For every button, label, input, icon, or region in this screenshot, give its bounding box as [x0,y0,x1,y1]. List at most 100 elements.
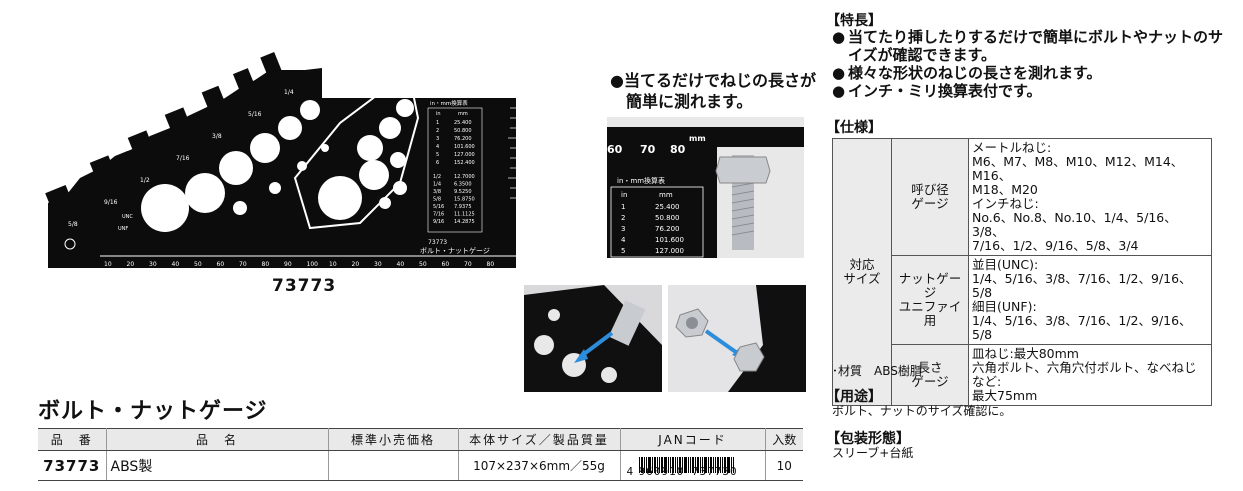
features-list: 当てたり挿したりするだけで簡単にボルトやナットのサイズが確認できます。 様々な形… [832,28,1232,100]
barcode-bar [667,456,669,473]
closeup-ruler-70: 70 [640,143,656,156]
ruler-top-label: 40 [393,83,401,90]
closeup-table-cell: 25.400 [655,203,680,211]
gauge-table-cell: 15.8750 [454,197,475,203]
closeup-table-cell: 50.800 [655,214,680,222]
barcode [625,456,761,475]
ruler-top-label: 60 [435,83,443,90]
cell-jan: 4 960910 737730 [620,450,766,481]
barcode-bar [656,456,658,473]
header-jan: JANコード [620,428,766,451]
gauge-table-cell: 7/16 [433,212,444,218]
gauge-table-cell: 101.600 [454,144,475,150]
gauge-teeth [45,52,285,222]
closeup-table-cell: 3 [621,225,625,233]
fraction-label: 3/8 [212,133,222,140]
barcode-bar [687,456,689,473]
header-size: 本体サイズ／製品質量 [458,428,621,451]
product-table: 品 番 品 名 標準小売価格 本体サイズ／製品質量 JANコード 入数 7377… [38,428,803,481]
ruler-bottom-label: 70 [239,261,247,268]
gauge-table-cell: 12.7000 [454,174,475,180]
ruler-bottom-label: 60 [217,261,225,268]
ruler-bottom-label: 30 [374,261,382,268]
page-title: ボルト・ナットゲージ [38,399,268,424]
gauge-table-cell: 1/4 [433,182,441,188]
header-code: 品 番 [38,428,107,451]
barcode-bar [689,456,691,473]
ruler-right [508,107,516,199]
gauge-table-cell: 5/8 [433,197,441,203]
barcode-bar [653,456,656,473]
jan-prefix: 4 [626,465,635,478]
ruler-bottom-label: 40 [397,261,405,268]
barcode-bar [709,456,712,473]
cell-price [328,450,459,481]
ruler-top-label: 10 [330,83,338,90]
barcode-bar [694,456,696,473]
barcode-bar [707,456,709,473]
fraction-label: 9/16 [104,199,118,206]
closeup-table-cell: 1 [621,203,625,211]
barcode-bar [676,456,678,473]
ruler-top-label: 80 [477,83,485,90]
ruler-bottom-label: 20 [127,261,135,268]
header-price: 標準小売価格 [328,428,459,451]
ruler-top-label: 70 [456,83,464,90]
closeup-mm-unit: mm [689,134,706,143]
barcode-bar [660,456,663,473]
spec-value: 並目(UNC): 1/4、5/16、3/8、7/16、1/2、9/16、5/8 … [968,255,1212,345]
gauge-table-cell: 7.9375 [454,204,472,210]
barcode-bar [658,456,660,473]
gauge-table-cell: 3 [436,136,439,142]
gauge-table-cell: 9.5250 [454,189,472,195]
barcode-bar [638,456,640,473]
gauge-table-title: in・mm換算表 [430,99,468,107]
barcode-bar [696,456,699,473]
product-number-caption: 73773 [272,276,337,296]
barcode-bar [647,456,651,473]
barcode-bar [645,456,647,473]
gauge-table-cell: 11.1125 [454,212,475,218]
gauge-table-header: mm [458,111,468,117]
ruler-bottom-label: 100 [307,261,319,268]
feature-item: 様々な形状のねじの長さを測れます。 [832,64,1232,82]
feature-item: 当てたり挿したりするだけで簡単にボルトやナットのサイズが確認できます。 [832,28,1232,64]
header-name: 品 名 [106,428,329,451]
table-row: 73773 ABS製 107×237×6mm／55g 4 960910 7377… [38,450,803,481]
spec-heading: 【仕様】 [826,120,882,136]
gauge-table-cell: 127.000 [454,152,475,158]
gauge-table-cell: 50.800 [454,128,472,134]
closeup-ruler-60: 60 [607,143,623,156]
barcode-bar [669,456,671,473]
ruler-bottom-label: 90 [284,261,292,268]
barcode-bar [683,456,687,473]
features-heading: 【特長】 [826,13,882,29]
closeup-table-cell: 101.600 [655,236,684,244]
fraction-label: 5/16 [248,111,262,118]
closeup-ruler-80: 80 [670,143,686,156]
gauge-table-cell: 1/2 [433,174,441,180]
gauge-table-cell: 2 [436,128,439,134]
gauge-table-cell: 3/8 [433,189,441,195]
gauge-holes [141,100,329,232]
barcode-bar [671,456,674,473]
spec-label: 長さ ゲージ [891,344,969,406]
ruler-top-label: 30 [372,83,380,90]
gauge-model: 73773 [428,239,447,246]
ruler-bottom-label: 80 [262,261,270,268]
material: ･材質 ABS樹脂 [832,364,922,378]
usage-heading: 【用途】 [826,389,882,405]
ruler-bottom-label: 20 [352,261,360,268]
barcode-bar [701,456,703,473]
cell-size: 107×237×6mm／55g [458,450,621,481]
gauge-table-cell: 14.2875 [454,219,475,225]
closeup-table-header: in [621,191,627,199]
barcode-bar [730,456,732,473]
packaging-heading: 【包装形態】 [826,431,910,447]
closeup-table-cell: 127.000 [655,247,684,255]
spec-table: 対応 サイズ 呼び径 ゲージ メートルねじ: M6、M7、M8、M10、M12、… [832,138,1212,406]
